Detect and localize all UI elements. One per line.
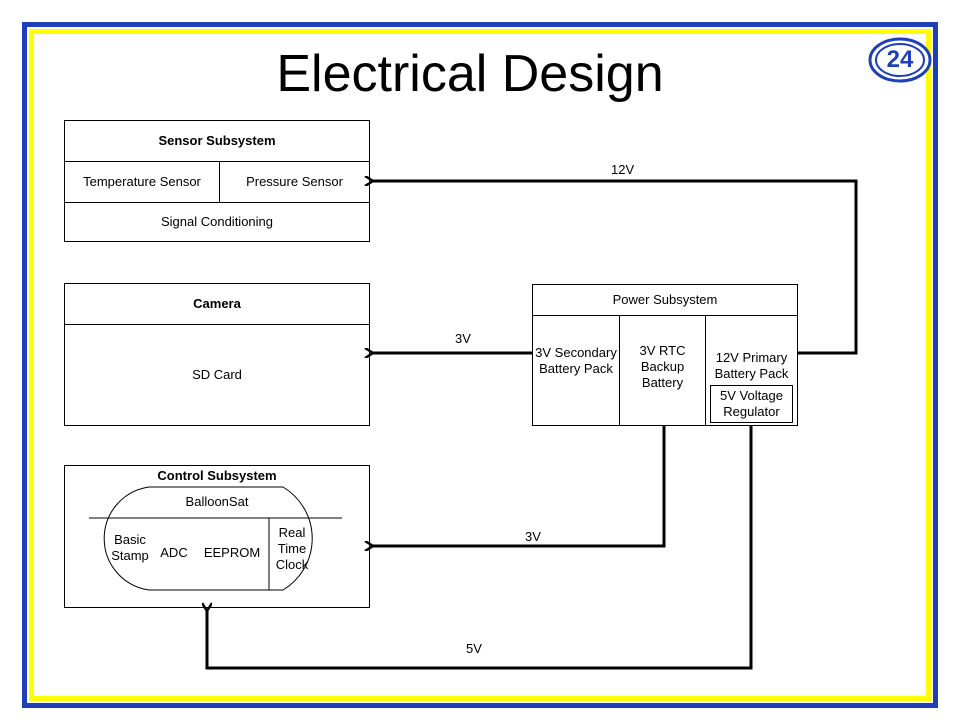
camera-title: Camera (193, 296, 241, 311)
slide-frame-inner (29, 29, 931, 701)
wire-5v-to-control (207, 426, 753, 670)
control-subsystem-box: Control Subsystem BalloonSat Basic Stamp… (64, 465, 370, 608)
balloonsat-outline (89, 486, 342, 591)
voltage-regulator-label: 5V Voltage Regulator (720, 388, 783, 419)
temperature-sensor-cell: Temperature Sensor (83, 174, 201, 189)
page-number: 24 (886, 46, 914, 73)
sensor-subsystem-title: Sensor Subsystem (158, 133, 276, 148)
power-subsystem-title: Power Subsystem (612, 292, 718, 307)
label-3v-camera: 3V (455, 331, 471, 346)
power-subsystem-box: Power Subsystem 3V Secondary Battery Pac… (532, 284, 798, 426)
slide-title: Electrical Design (276, 45, 664, 103)
rtc-backup-battery-cell: 3V RTC Backup Battery (639, 343, 686, 390)
balloonsat-label: BalloonSat (185, 494, 249, 509)
signal-conditioning-cell: Signal Conditioning (160, 214, 274, 229)
pressure-sensor-cell: Pressure Sensor (246, 174, 343, 189)
wire-3v-to-control (372, 426, 666, 546)
wire-12v-to-sensor (372, 181, 858, 355)
label-5v-control: 5V (466, 641, 482, 656)
secondary-battery-cell: 3V Secondary Battery Pack (535, 345, 617, 376)
sd-card-cell: SD Card (192, 367, 242, 382)
page-number-badge: 24 (868, 37, 932, 83)
basic-stamp-label: Basic Stamp (111, 532, 149, 563)
control-subsystem-title: Control Subsystem (157, 468, 277, 483)
voltage-regulator-box: 5V Voltage Regulator (710, 385, 793, 423)
primary-battery-cell: 12V Primary Battery Pack (714, 350, 789, 381)
sensor-subsystem-box: Sensor Subsystem Temperature Sensor Pres… (64, 120, 370, 242)
label-3v-control: 3V (525, 529, 541, 544)
real-time-clock-label: Real Time Clock (275, 525, 309, 572)
label-12v-sensor: 12V (611, 162, 635, 177)
slide-frame-outer (22, 22, 938, 708)
eeprom-label: EEPROM (203, 545, 261, 560)
adc-label: ADC (160, 545, 188, 560)
camera-box: Camera SD Card (64, 283, 370, 426)
